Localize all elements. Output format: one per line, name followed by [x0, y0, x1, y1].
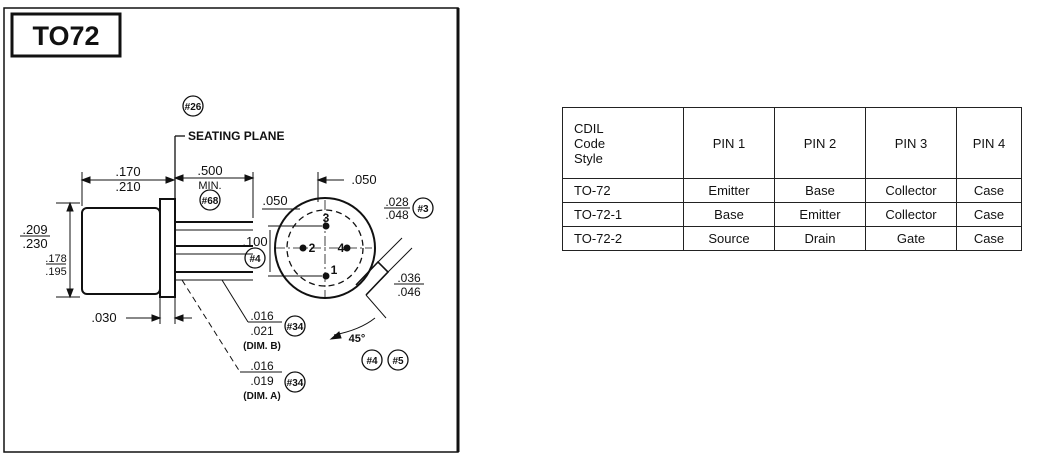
note-34b: #34: [287, 322, 304, 333]
lead-leaders: [181, 279, 282, 373]
dim-length-max: .210: [115, 179, 140, 194]
note-4: #4: [249, 254, 261, 265]
note-26-circle: [182, 95, 204, 117]
note-34b-circle: [284, 315, 306, 337]
note-68: #68: [202, 196, 219, 207]
note-34a-circle: [284, 371, 306, 393]
dim-lead-length-value: .500: [197, 163, 222, 178]
note-34a: #34: [287, 378, 304, 389]
header-pin-4: PIN 4: [956, 107, 1022, 179]
dim-lead-a-note: (DIM. A): [243, 391, 280, 402]
cell-code-style: TO-72-1: [562, 202, 684, 227]
dim-lead-a-min: .016: [250, 359, 274, 373]
note-5: #5: [392, 356, 404, 367]
header-code-style-line: Code: [574, 135, 606, 151]
note-3: #3: [417, 204, 429, 215]
cell-pin-2: Base: [774, 178, 866, 203]
seating-plane-label: SEATING PLANE: [188, 129, 284, 143]
cell-pin-2: Emitter: [774, 202, 866, 227]
dim-body-max: .195: [45, 266, 66, 278]
dim-lead-b-min: .016: [250, 309, 274, 323]
dim-tab-width-max: .048: [385, 208, 409, 222]
cell-pin-4: Case: [956, 178, 1022, 203]
bottom-view: [274, 197, 413, 340]
table-row: TO-72-2 Source Drain Gate Case: [562, 226, 1022, 251]
header-code-style-line: Style: [574, 150, 603, 166]
header-pin-2: PIN 2: [774, 107, 866, 179]
dim-flange-min: .209: [22, 222, 47, 237]
pin-4-label: 4: [338, 241, 345, 255]
cell-pin-1: Emitter: [683, 178, 775, 203]
dim-top-offset: [316, 172, 344, 202]
note-4-circle: [244, 247, 266, 269]
dim-body-min: .178: [45, 253, 66, 265]
table-header-row: CDIL Code Style PIN 1 PIN 2 PIN 3 PIN 4: [562, 107, 1022, 179]
header-pin-3: PIN 3: [865, 107, 957, 179]
dim-pitch-lines: [268, 225, 322, 277]
cell-pin-3: Collector: [865, 178, 957, 203]
note-4b-circle: [361, 349, 383, 371]
seating-plane-leader: [174, 135, 185, 200]
header-pin-1: PIN 1: [683, 107, 775, 179]
dim-flange-thickness-value: .030: [91, 310, 116, 325]
dim-lead-b-max: .021: [250, 324, 274, 338]
dim-lead-a-max: .019: [250, 374, 274, 388]
cell-code-style: TO-72: [562, 178, 684, 203]
header-code-style-line: CDIL: [574, 120, 604, 136]
pin-2-label: 2: [309, 241, 316, 255]
dim-lead-length-note: MIN.: [198, 180, 221, 192]
note-4b: #4: [366, 356, 378, 367]
cell-pin-3: Collector: [865, 202, 957, 227]
dim-lead-b-note: (DIM. B): [243, 341, 281, 352]
table-row: TO-72-1 Base Emitter Collector Case: [562, 202, 1022, 227]
cell-pin-1: Base: [683, 202, 775, 227]
dim-flange-diameter: [56, 201, 80, 299]
note-5-circle: [387, 349, 409, 371]
cell-pin-3: Gate: [865, 226, 957, 251]
table-row: TO-72 Emitter Base Collector Case: [562, 178, 1022, 203]
dim-tab-length-max: .046: [397, 285, 421, 299]
package-title: TO72: [32, 21, 99, 51]
dim-flange-max: .230: [22, 236, 47, 251]
note-3-circle: [412, 197, 434, 219]
cell-pin-2: Drain: [774, 226, 866, 251]
cell-pin-4: Case: [956, 226, 1022, 251]
cell-pin-4: Case: [956, 202, 1022, 227]
pin-1-label: 1: [331, 263, 338, 277]
dim-flange-thickness: [126, 298, 192, 324]
dim-length-min: .170: [115, 164, 140, 179]
pin-configuration-table: CDIL Code Style PIN 1 PIN 2 PIN 3 PIN 4 …: [562, 107, 1022, 251]
dim-pin-circle-value: .050: [262, 193, 287, 208]
dim-angle-value: 45°: [349, 333, 366, 345]
dim-tab-length-min: .036: [397, 271, 421, 285]
title-box: [10, 12, 122, 58]
pin-3-label: 3: [323, 211, 330, 225]
header-code-style: CDIL Code Style: [562, 107, 684, 179]
dim-tab-width-min: .028: [385, 195, 409, 209]
side-view: [81, 198, 253, 298]
cell-pin-1: Source: [683, 226, 775, 251]
dim-pitch-value: .100: [242, 234, 267, 249]
cell-code-style: TO-72-2: [562, 226, 684, 251]
note-68-circle: [199, 189, 221, 211]
dim-lead-length: [173, 172, 255, 218]
note-26: #26: [185, 102, 202, 113]
dim-top-offset-value: .050: [351, 172, 376, 187]
